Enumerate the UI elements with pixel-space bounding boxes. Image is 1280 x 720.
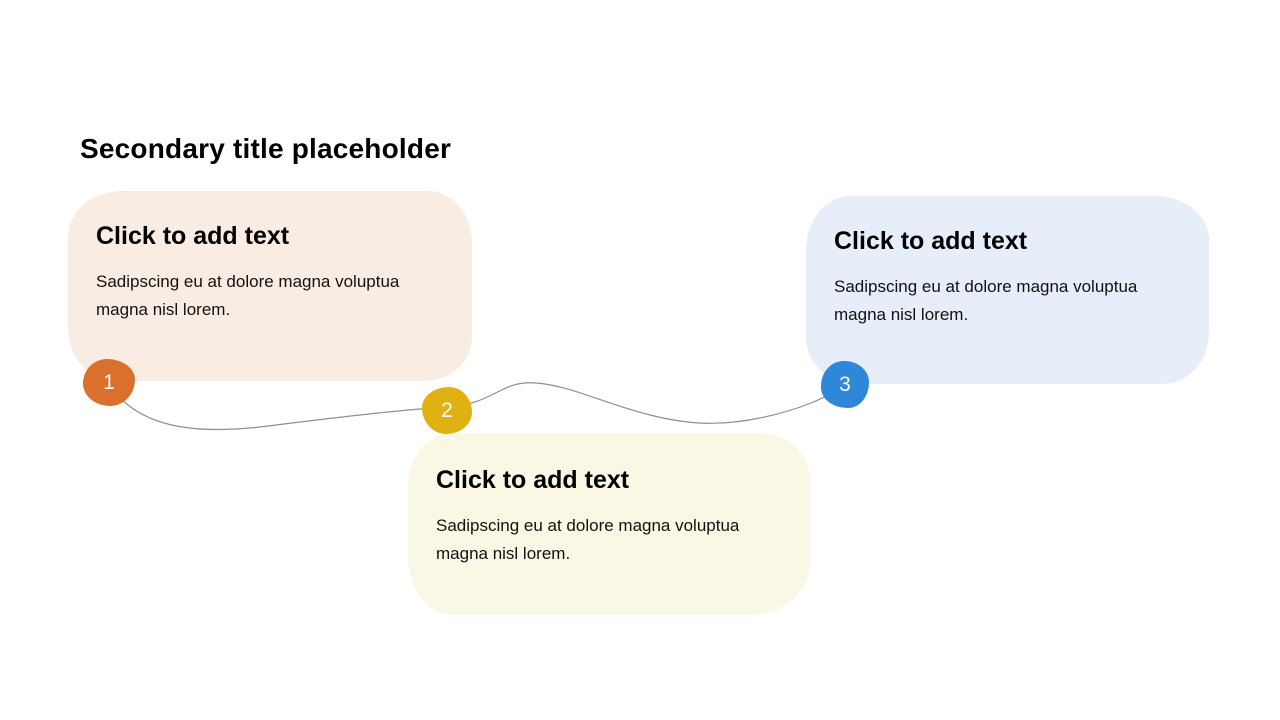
card-2-heading: Click to add text (436, 466, 630, 494)
step-card-3[interactable]: Click to add text Sadipscing eu at dolor… (806, 196, 1209, 384)
step-card-2[interactable]: Click to add text Sadipscing eu at dolor… (408, 433, 810, 615)
badge-2-number: 2 (441, 399, 453, 422)
connector-line (108, 382, 846, 431)
badge-3-number: 3 (839, 373, 851, 396)
step-badge-3: 3 (821, 361, 869, 408)
card-2-body: Sadipscing eu at dolore magna voluptua m… (436, 516, 740, 563)
slide-title[interactable]: Secondary title placeholder (80, 133, 452, 164)
step-badge-1: 1 (83, 359, 135, 406)
badge-1-number: 1 (103, 371, 115, 394)
card-1-heading: Click to add text (96, 222, 290, 250)
step-card-1[interactable]: Click to add text Sadipscing eu at dolor… (68, 191, 472, 381)
card-3-heading: Click to add text (834, 227, 1028, 255)
card-3-body: Sadipscing eu at dolore magna voluptua m… (834, 277, 1138, 324)
card-1-body: Sadipscing eu at dolore magna voluptua m… (96, 272, 400, 319)
step-badge-2: 2 (422, 387, 472, 434)
